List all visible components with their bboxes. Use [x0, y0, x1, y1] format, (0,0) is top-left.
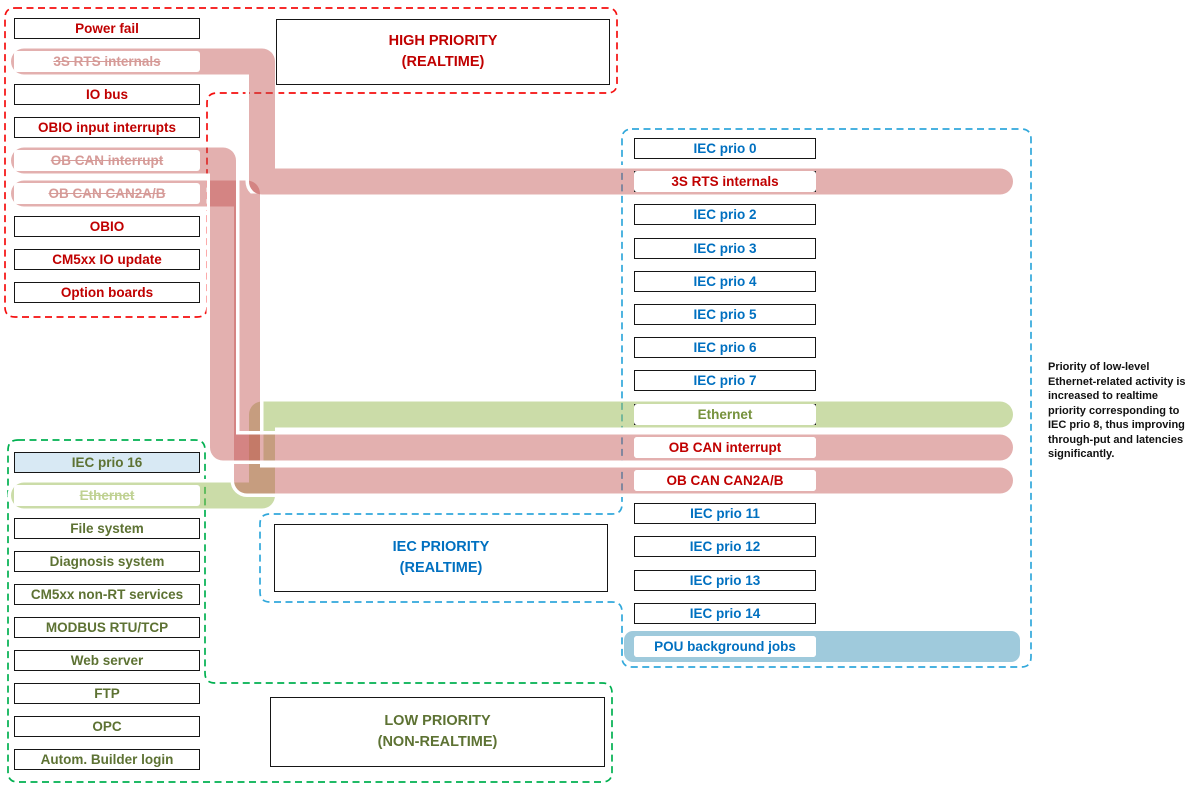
task-box: FTP: [14, 683, 200, 704]
low-priority-title: LOW PRIORITY: [384, 712, 491, 729]
note-line: IEC prio 8, thus improving: [1048, 419, 1185, 432]
note-line: through-put and latencies: [1048, 433, 1184, 446]
task-box: OBIO: [14, 216, 200, 237]
task-box: CM5xx IO update: [14, 249, 200, 270]
low-priority-header-box: LOW PRIORITY (NON-REALTIME): [270, 697, 605, 767]
task-box: Ethernet: [14, 485, 200, 506]
task-box: Diagnosis system: [14, 551, 200, 572]
high-priority-region-outline: [4, 7, 618, 318]
task-box: File system: [14, 518, 200, 539]
task-box: OBIO input interrupts: [14, 117, 200, 138]
note-line: Ethernet-related activity is: [1048, 375, 1186, 388]
note-line: increased to realtime: [1048, 390, 1159, 403]
iec-prio-row: IEC prio 3: [634, 238, 816, 259]
iec-priority-region-outline: [259, 128, 1032, 668]
mapped-task-label: Ethernet: [634, 404, 816, 425]
task-box: OB CAN interrupt: [14, 150, 200, 171]
task-box: Option boards: [14, 282, 200, 303]
note-line: priority corresponding to: [1048, 404, 1180, 417]
task-box: 3S RTS internals: [14, 51, 200, 72]
task-box: OPC: [14, 716, 200, 737]
mapped-task-label: OB CAN interrupt: [634, 437, 816, 458]
task-box: IEC prio 16: [14, 452, 200, 473]
task-box: Autom. Builder login: [14, 749, 200, 770]
iec-prio-row: IEC prio 11: [634, 503, 816, 524]
high-priority-header-box: HIGH PRIORITY (REALTIME): [276, 19, 610, 85]
iec-priority-header-box: IEC PRIORITY (REALTIME): [274, 524, 608, 592]
task-box: CM5xx non-RT services: [14, 584, 200, 605]
task-box: MODBUS RTU/TCP: [14, 617, 200, 638]
low-priority-subtitle: (NON-REALTIME): [377, 734, 498, 750]
mapped-task-label: OB CAN CAN2A/B: [634, 470, 816, 491]
high-priority-subtitle: (REALTIME): [401, 54, 485, 70]
note-line: significantly.: [1048, 448, 1115, 461]
high-priority-title: HIGH PRIORITY: [388, 32, 498, 49]
task-box: Power fail: [14, 18, 200, 39]
iec-prio-row: IEC prio 13: [634, 570, 816, 591]
iec-prio-row: IEC prio 0: [634, 138, 816, 159]
iec-priority-subtitle: (REALTIME): [399, 560, 483, 576]
iec-prio-row: IEC prio 7: [634, 370, 816, 391]
mapped-task-label: POU background jobs: [634, 636, 816, 657]
note-line: Priority of low-level: [1048, 361, 1150, 373]
iec-prio-row: IEC prio 14: [634, 603, 816, 624]
iec-priority-title: IEC PRIORITY: [392, 538, 490, 555]
iec-prio-row: IEC prio 2: [634, 204, 816, 225]
iec-prio-row: IEC prio 12: [634, 536, 816, 557]
task-box: IO bus: [14, 84, 200, 105]
iec-prio-row: IEC prio 6: [634, 337, 816, 358]
task-box: Web server: [14, 650, 200, 671]
iec-prio-row: IEC prio 5: [634, 304, 816, 325]
iec-prio-row: IEC prio 4: [634, 271, 816, 292]
task-box: OB CAN CAN2A/B: [14, 183, 200, 204]
mapped-task-label: 3S RTS internals: [634, 171, 816, 192]
low-priority-region-outline: [7, 439, 613, 783]
